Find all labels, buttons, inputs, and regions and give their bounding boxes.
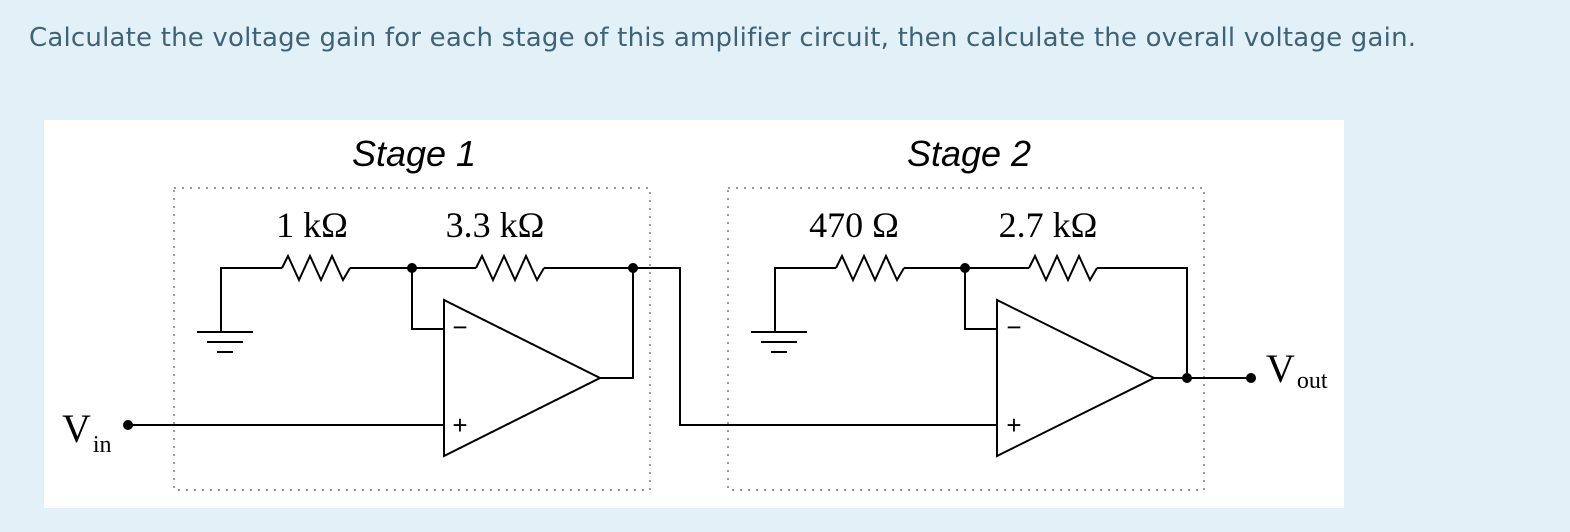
stage-2-output-dot bbox=[1182, 373, 1192, 383]
circuit-diagram: Stage 1 Stage 2 1 kΩ 3.3 kΩ 470 Ω 2.7 kΩ bbox=[44, 120, 1344, 508]
vout-label-sub: out bbox=[1297, 368, 1328, 394]
stage-1-wiring bbox=[128, 267, 997, 426]
stage-1-noninverting-sign: + bbox=[452, 410, 467, 440]
vout-label-main: V bbox=[1266, 346, 1295, 391]
stage-1-output-dot bbox=[628, 263, 638, 273]
vout-label: Vout bbox=[1266, 346, 1328, 394]
stage-2-ground-resistor bbox=[835, 253, 905, 283]
stage-2-inverting-sign: − bbox=[1006, 312, 1021, 342]
stage-2-wiring bbox=[774, 267, 1251, 379]
stage-1-ground-resistor bbox=[281, 253, 351, 283]
vin-terminal bbox=[123, 420, 133, 430]
stage-1-box bbox=[173, 187, 651, 491]
question-text: Calculate the voltage gain for each stag… bbox=[29, 23, 1417, 53]
vout-terminal bbox=[1246, 373, 1256, 383]
stage-1-feedback-resistor-label: 3.3 kΩ bbox=[446, 205, 545, 245]
stage-1-opamp bbox=[443, 298, 603, 458]
vin-label-sub: in bbox=[93, 432, 112, 458]
stage-1-ground-symbol bbox=[197, 331, 253, 353]
stage-1-inverting-sign: − bbox=[452, 312, 467, 342]
stage-1-feedback-resistor bbox=[475, 253, 545, 283]
stage-2-feedback-resistor-label: 2.7 kΩ bbox=[999, 205, 1098, 245]
stage-2-opamp bbox=[996, 298, 1157, 458]
stage-1-junction-dot bbox=[407, 263, 417, 273]
stage-2-ground-resistor-label: 470 Ω bbox=[809, 205, 899, 245]
vin-label-main: V bbox=[62, 406, 91, 451]
stage-2-noninverting-sign: + bbox=[1006, 410, 1021, 440]
stage-2-box bbox=[727, 187, 1205, 491]
stage-1-ground-resistor-label: 1 kΩ bbox=[276, 205, 348, 245]
stage-1-title: Stage 1 bbox=[352, 133, 476, 174]
vin-label: Vin bbox=[62, 406, 112, 458]
stage-2-junction-dot bbox=[960, 263, 970, 273]
stage-2-title: Stage 2 bbox=[907, 133, 1031, 174]
stage-2-ground-symbol bbox=[751, 331, 807, 353]
stage-2-feedback-resistor bbox=[1028, 253, 1098, 283]
